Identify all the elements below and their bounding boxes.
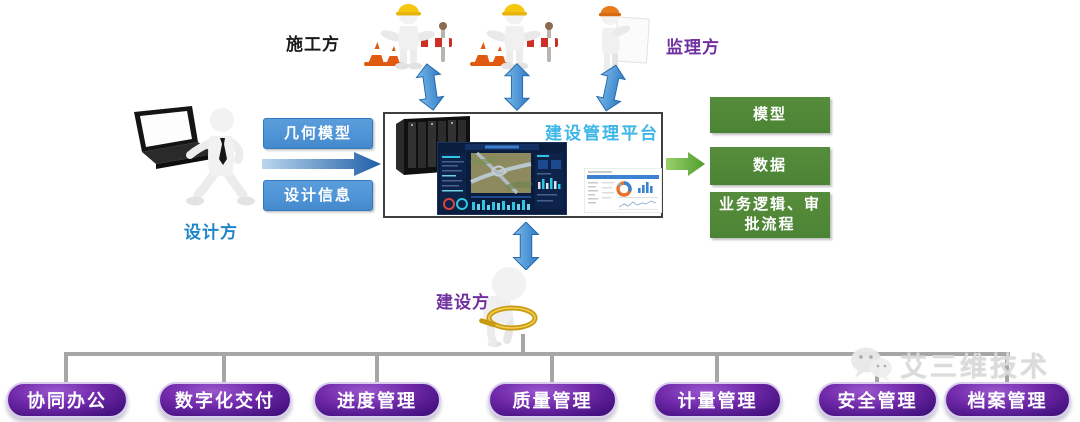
module-measurement-management: 计量管理 (653, 382, 782, 418)
tree-connector-horizontal (64, 352, 1010, 356)
platform-title: 建设管理平台 (545, 124, 659, 143)
module-archive-management: 档案管理 (944, 382, 1071, 418)
two-way-arrow-icon (415, 63, 445, 111)
designer-with-laptop-icon (134, 106, 255, 206)
dashboard-screenshot (437, 142, 567, 215)
watermark: 艾三维技术 (848, 344, 1050, 384)
two-way-arrow-icon (512, 222, 540, 270)
right-arrow-icon (262, 152, 381, 176)
owner-with-magnifier-icon (479, 267, 538, 347)
mini-dashboard-screenshot (584, 168, 662, 213)
tree-connector-drop (715, 354, 719, 384)
tree-connector-drop (222, 354, 226, 384)
output-box-data: 数据 (710, 147, 830, 185)
tree-connector-stem (521, 334, 525, 354)
module-progress-management: 进度管理 (313, 382, 441, 418)
tree-connector-drop (1005, 354, 1009, 384)
supervision-party-label: 监理方 (666, 38, 720, 57)
design-party-label: 设计方 (184, 223, 238, 242)
wechat-icon (851, 347, 892, 382)
owner-party-label: 建设方 (436, 293, 490, 312)
construction-worker-icon (470, 3, 558, 70)
output-box-business-logic: 业务逻辑、审批流程 (710, 192, 830, 238)
input-box-geometry-model: 几何模型 (263, 118, 373, 149)
two-way-arrow-icon (595, 64, 627, 112)
two-way-arrow-icon (503, 63, 531, 111)
module-quality-management: 质量管理 (488, 382, 617, 418)
tree-connector-drop (64, 354, 68, 384)
module-collaborative-office: 协同办公 (6, 382, 128, 418)
construction-worker-icon (364, 3, 452, 70)
module-safety-management: 安全管理 (817, 382, 938, 418)
supervisor-icon (599, 6, 650, 77)
input-box-design-info: 设计信息 (263, 180, 373, 211)
right-arrow-green-icon (666, 152, 705, 176)
construction-party-label: 施工方 (286, 35, 340, 54)
tree-connector-drop (550, 354, 554, 384)
watermark-brand: 艾三维技术 (900, 351, 1050, 382)
tree-connector-drop (375, 354, 379, 384)
output-box-model: 模型 (710, 97, 830, 133)
module-digital-delivery: 数字化交付 (158, 382, 292, 418)
